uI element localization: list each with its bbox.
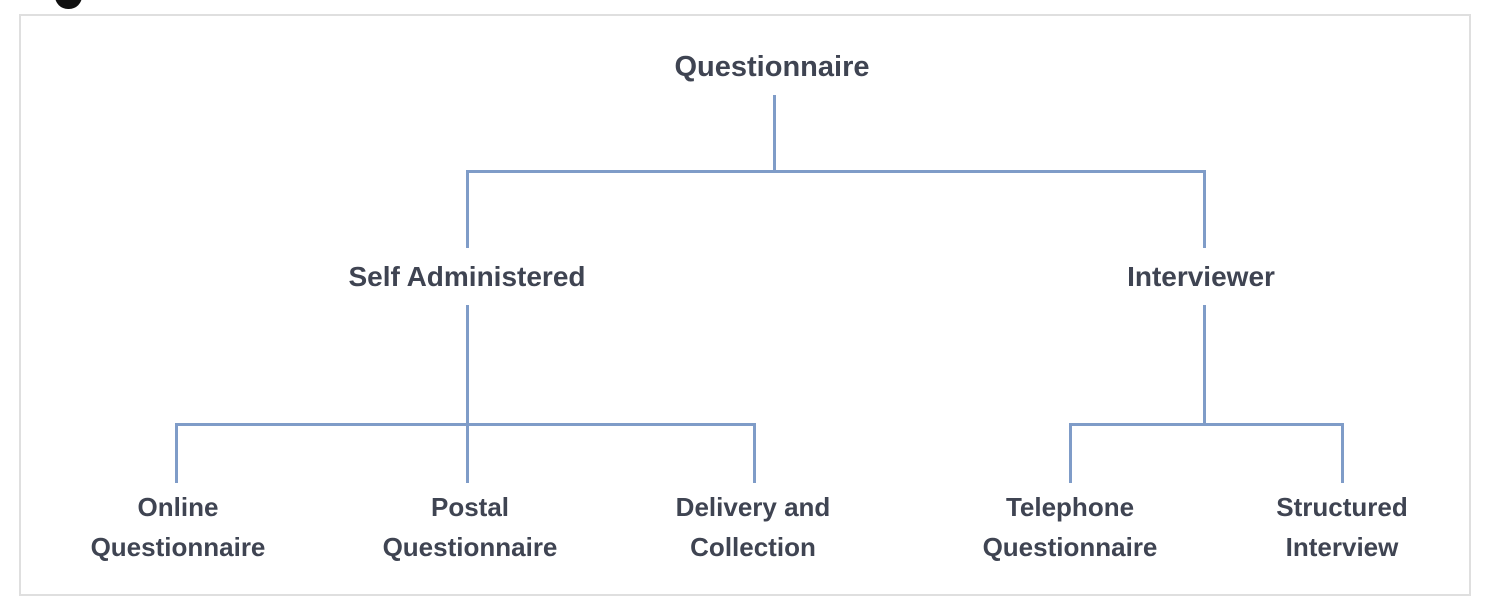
connector-interviewer-stem bbox=[1203, 305, 1206, 426]
node-delivery-and-collection: Delivery and Collection bbox=[623, 487, 883, 567]
connector-root-drop bbox=[773, 95, 776, 171]
connector-drop-interviewer bbox=[1203, 170, 1206, 248]
leaf-line: Questionnaire bbox=[982, 532, 1158, 562]
leaf-line: Questionnaire bbox=[382, 532, 558, 562]
leaf-line: Online bbox=[137, 492, 219, 522]
leaf-line: Postal bbox=[430, 492, 510, 522]
leaf-line: Telephone bbox=[1005, 492, 1135, 522]
connector-drop-delivery bbox=[753, 423, 756, 483]
node-interviewer: Interviewer bbox=[1127, 261, 1275, 292]
leaf-line: Structured bbox=[1276, 492, 1408, 522]
connector-right-bar bbox=[1069, 423, 1344, 426]
connector-drop-telephone bbox=[1069, 423, 1072, 483]
leaf-line: Interview bbox=[1285, 532, 1399, 562]
cropped-text-fragment bbox=[55, 0, 82, 9]
connector-drop-structured bbox=[1341, 423, 1344, 483]
node-telephone-questionnaire: Telephone Questionnaire bbox=[940, 487, 1200, 567]
connector-left-bar bbox=[175, 423, 756, 426]
connector-top-bar bbox=[466, 170, 1206, 173]
node-structured-interview: Structured Interview bbox=[1212, 487, 1472, 567]
connector-drop-online bbox=[175, 423, 178, 483]
leaf-line: Questionnaire bbox=[90, 532, 266, 562]
node-online-questionnaire: Online Questionnaire bbox=[48, 487, 308, 567]
connector-drop-self-admin bbox=[466, 170, 469, 248]
node-questionnaire: Questionnaire bbox=[674, 51, 870, 83]
node-postal-questionnaire: Postal Questionnaire bbox=[340, 487, 600, 567]
connector-self-admin-stem bbox=[466, 305, 469, 483]
diagram-frame bbox=[19, 14, 1471, 596]
leaf-line: Delivery and bbox=[675, 492, 831, 522]
node-self-administered: Self Administered bbox=[348, 261, 586, 292]
leaf-line: Collection bbox=[690, 532, 816, 562]
